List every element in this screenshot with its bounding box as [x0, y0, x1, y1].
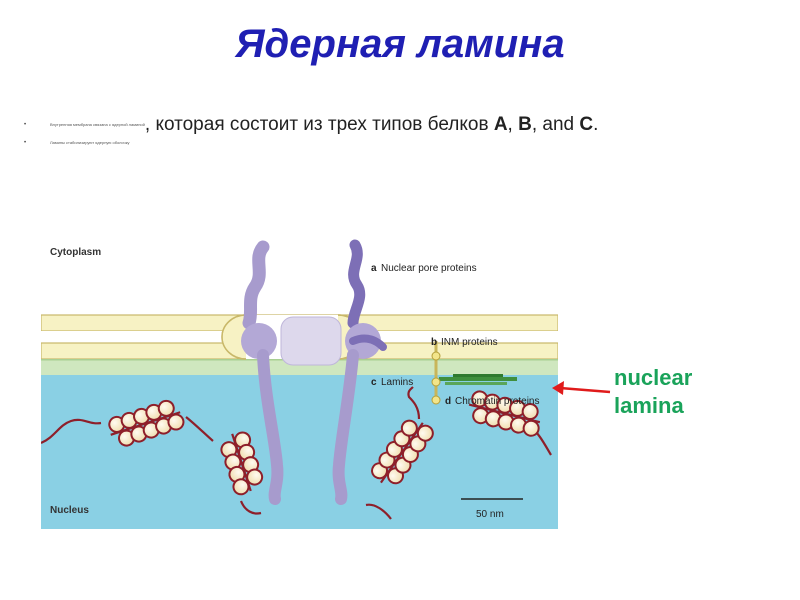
bullet-marker: • — [24, 140, 27, 146]
svg-text:Chromatin proteins: Chromatin proteins — [455, 396, 539, 407]
scale-bar: 50 nm — [461, 498, 523, 520]
cytoplasm-region — [41, 229, 558, 315]
dna-strands — [41, 386, 552, 520]
svg-text:b: b — [431, 337, 437, 348]
bullet-1-text: , которая состоит из трех типов белков A… — [144, 114, 599, 135]
protein-type-b: B — [518, 114, 532, 135]
label-inm-proteins: b INM proteins — [431, 337, 498, 348]
linker-dna — [468, 403, 541, 424]
svg-text:Nuclear pore proteins: Nuclear pore proteins — [381, 263, 477, 274]
svg-text:c: c — [371, 377, 377, 388]
nuclear-pore-complex — [241, 239, 387, 505]
linker-dna — [231, 433, 252, 492]
bullet-1-small-text: Внутренняя мембрана связана с ядерной ла… — [50, 122, 145, 127]
slide-title: Ядерная ламина — [235, 22, 565, 66]
svg-text:d: d — [445, 396, 451, 407]
chromatin-fiber — [468, 390, 541, 437]
chromatin-fiber — [371, 419, 434, 485]
protein-type-a: A — [493, 114, 508, 135]
bullet-marker: • — [24, 122, 27, 128]
chromatin-fiber — [220, 431, 264, 496]
bullet-item-1: • Внутренняя мембрана связана с ядерной … — [24, 112, 764, 138]
svg-text:a: a — [371, 263, 377, 274]
bullet-2-small-text: Ламины стабилизируют ядерную оболочку — [50, 140, 130, 145]
protein-type-c: C — [579, 114, 594, 135]
lamin-filaments — [439, 374, 517, 385]
svg-text:INM proteins: INM proteins — [441, 337, 498, 348]
annotation-line-1: nuclear — [614, 365, 693, 390]
linker-dna — [380, 422, 424, 484]
svg-text:50 nm: 50 nm — [476, 509, 504, 520]
chromatin-fibers — [108, 390, 541, 496]
linker-dna — [110, 411, 181, 436]
nuclear-envelope-diagram: Cytoplasm Nucleus a Nuclear pore protein… — [41, 229, 558, 529]
svg-text:Lamins: Lamins — [381, 377, 413, 388]
label-lamins: c Lamins — [371, 377, 413, 388]
bullet-item-2: • Ламины стабилизируют ядерную оболочку — [24, 138, 764, 148]
inm-protein — [431, 341, 441, 405]
nucleus-label: Nucleus — [50, 505, 89, 516]
lamina-layer — [41, 359, 558, 375]
nuclear-lamina-annotation: nuclear lamina — [614, 364, 692, 420]
label-chromatin-proteins: d Chromatin proteins — [445, 396, 539, 407]
annotation-line-2: lamina — [614, 393, 684, 418]
lamina-arrow — [552, 381, 611, 395]
cytoplasm-label: Cytoplasm — [50, 247, 101, 258]
bullet-list: • Внутренняя мембрана связана с ядерной … — [24, 112, 764, 148]
label-nuclear-pore-proteins: a Nuclear pore proteins — [371, 263, 477, 274]
chromatin-fiber — [108, 399, 185, 447]
